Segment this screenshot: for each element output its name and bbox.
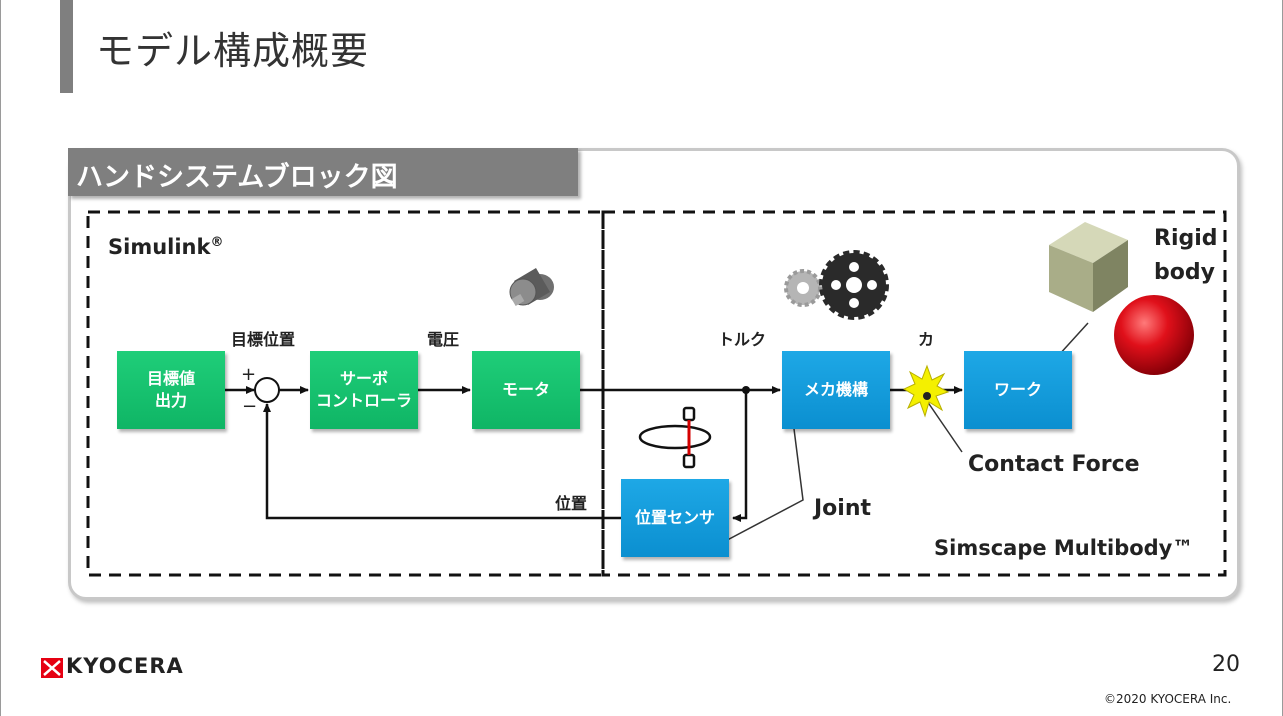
contact-force-leader-line	[926, 400, 963, 453]
work-block: ワーク	[964, 351, 1072, 429]
position-label: 位置	[555, 494, 588, 513]
simulink-label-text: Simulink	[108, 235, 211, 259]
cube-icon	[1049, 222, 1128, 312]
position-sensor-block: 位置センサ	[621, 479, 729, 557]
rigid-body-label: Rigid body	[1154, 226, 1218, 285]
sum-minus-sign: −	[242, 396, 258, 417]
frame-left-border	[0, 0, 1, 716]
page-number: 20	[1212, 652, 1240, 677]
simulink-registered-mark: ®	[210, 235, 224, 250]
sum-plus-sign: +	[241, 364, 257, 385]
voltage-label: 電圧	[427, 330, 460, 349]
kyocera-logo-text: KYOCERA	[66, 654, 184, 678]
contact-force-dot	[923, 392, 931, 400]
target-position-label: 目標位置	[231, 330, 296, 349]
title-accent-bar	[60, 0, 73, 93]
torque-to-sensor-arrow	[732, 390, 748, 522]
contact-force-label: Contact Force	[968, 452, 1140, 477]
feedback-arrow	[263, 403, 621, 520]
simulink-region-label: Simulink®	[108, 235, 223, 259]
slide-title: モデル構成概要	[96, 29, 370, 73]
motor-block: モータ	[472, 351, 580, 429]
joint-leader-line	[715, 420, 804, 547]
simscape-region-border	[601, 210, 1227, 577]
torque-label: トルク	[718, 330, 767, 349]
servo-controller-block: サーボ コントローラ	[310, 351, 418, 429]
kyocera-logo-mark	[41, 658, 63, 678]
revolute-joint-icon	[638, 406, 712, 469]
target-output-block: 目標値 出力	[117, 351, 225, 429]
joint-label: Joint	[814, 496, 872, 521]
summing-junction	[254, 377, 280, 403]
motor-icon	[509, 268, 554, 306]
panel-header-title: ハンドシステムブロック図	[76, 162, 398, 193]
panel-header-bar	[68, 148, 578, 196]
force-label: カ	[918, 330, 935, 349]
simscape-region-label: Simscape Multibody™	[934, 536, 1194, 560]
contact-spark-icon	[902, 364, 950, 418]
gears-icon	[784, 250, 889, 320]
sphere-icon	[1114, 295, 1194, 375]
mechanism-block: メカ機構	[782, 351, 890, 429]
copyright-notice: ©2020 KYOCERA Inc.	[1104, 692, 1232, 706]
